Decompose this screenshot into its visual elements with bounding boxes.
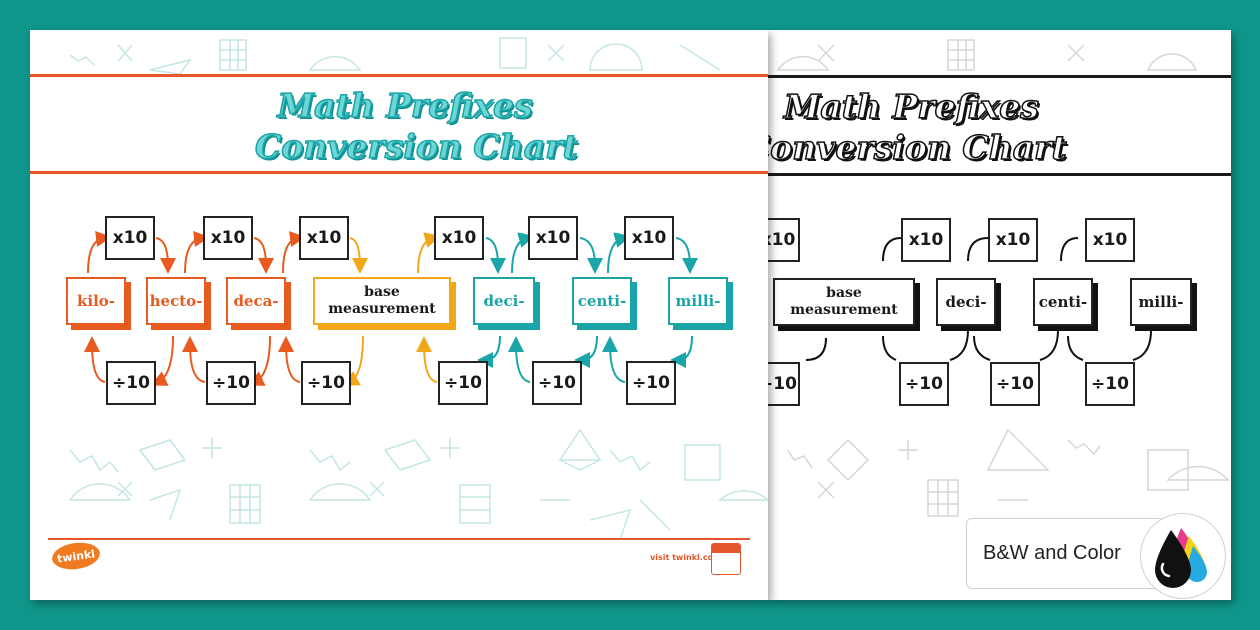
multiply-box-bw-4: x10 xyxy=(1085,218,1135,262)
divide-box-bw-4: ÷10 xyxy=(1085,362,1135,406)
multiply-box-5: x10 xyxy=(528,216,578,260)
title-line-1: Math Prefixes xyxy=(783,86,1040,127)
divide-box-1: ÷10 xyxy=(106,361,156,405)
page-title-bw: Math Prefixes Conversion Chart xyxy=(768,86,1067,168)
page-title: Math Prefixes Conversion Chart xyxy=(254,85,578,167)
bw-version-sheet: Math Prefixes Conversion Chart x10 x10 x… xyxy=(768,30,1231,600)
divide-box-6: ÷10 xyxy=(626,361,676,405)
deca-box: deca- xyxy=(226,277,286,325)
ink-drops-icon xyxy=(1140,513,1226,599)
milli-box-bw: milli- xyxy=(1130,278,1192,326)
divide-box-bw-3: ÷10 xyxy=(990,362,1040,406)
twinkl-badge-icon xyxy=(711,543,741,575)
multiply-box-6: x10 xyxy=(624,216,674,260)
math-doodle-background-bw xyxy=(776,39,1230,517)
centi-box: centi- xyxy=(572,277,632,325)
deci-box-bw: deci- xyxy=(936,278,996,326)
header-rule-bottom-bw xyxy=(768,173,1231,176)
multiply-box-1: x10 xyxy=(105,216,155,260)
divide-box-5: ÷10 xyxy=(532,361,582,405)
deci-box: deci- xyxy=(473,277,535,325)
title-line-1: Math Prefixes xyxy=(277,85,534,126)
base-measurement-box-bw: base measurement xyxy=(773,278,915,326)
multiply-box-bw-3: x10 xyxy=(988,218,1038,262)
visit-website-text: visit twinkl.com xyxy=(650,553,722,562)
color-version-sheet: Math Prefixes Conversion Chart xyxy=(30,30,768,600)
milli-box: milli- xyxy=(668,277,728,325)
conversion-arrows xyxy=(84,230,698,386)
divide-box-bw-2: ÷10 xyxy=(899,362,949,406)
header-rule-bottom xyxy=(30,171,768,174)
divide-box-3: ÷10 xyxy=(301,361,351,405)
base-measurement-box: base measurement xyxy=(313,277,451,325)
header-rule-top-bw xyxy=(768,75,1231,78)
badge-label: B&W and Color xyxy=(966,518,1166,589)
multiply-box-3: x10 xyxy=(299,216,349,260)
bw-and-color-badge: B&W and Color xyxy=(966,513,1260,599)
divide-box-bw-1: ÷10 xyxy=(768,362,800,406)
math-doodle-background-color xyxy=(68,37,768,541)
title-line-2: Conversion Chart xyxy=(768,127,1067,168)
multiply-box-bw-1: x10 xyxy=(768,218,800,262)
multiply-box-bw-2: x10 xyxy=(901,218,951,262)
base-label-line-2: measurement xyxy=(328,301,436,317)
centi-box-bw: centi- xyxy=(1033,278,1093,326)
multiply-box-4: x10 xyxy=(434,216,484,260)
header-rule-top xyxy=(30,74,768,77)
divide-box-4: ÷10 xyxy=(438,361,488,405)
footer-rule xyxy=(48,538,750,540)
base-label-line-1: base xyxy=(826,285,862,301)
multiply-box-2: x10 xyxy=(203,216,253,260)
title-line-2: Conversion Chart xyxy=(254,126,578,167)
divide-box-2: ÷10 xyxy=(206,361,256,405)
hecto-box: hecto- xyxy=(146,277,206,325)
base-label-line-2: measurement xyxy=(790,302,898,318)
base-label-line-1: base xyxy=(364,284,400,300)
kilo-box: kilo- xyxy=(66,277,126,325)
